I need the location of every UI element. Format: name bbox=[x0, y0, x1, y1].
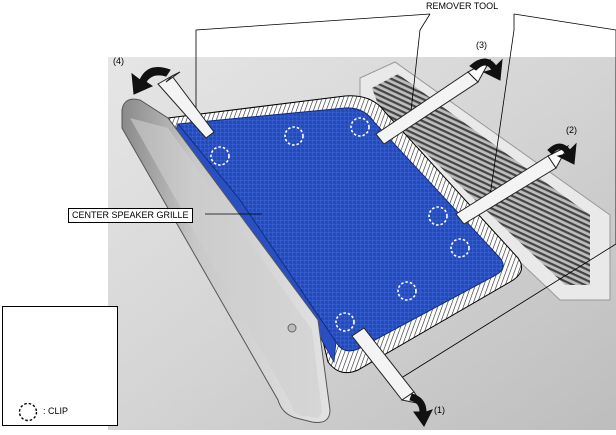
clip-marker bbox=[350, 117, 370, 137]
arrow-1 bbox=[409, 393, 433, 427]
clip-marker bbox=[210, 146, 230, 166]
leader-lines bbox=[195, 13, 616, 381]
clip-marker bbox=[335, 312, 355, 332]
step-3-label: (3) bbox=[476, 40, 487, 50]
step-4-label: (4) bbox=[113, 56, 124, 66]
arrow-3 bbox=[469, 58, 503, 81]
dashed-circle-icon bbox=[18, 402, 38, 422]
center-speaker-grille-label: CENTER SPEAKER GRILLE bbox=[68, 208, 193, 223]
clip-legend-inset: : CLIP bbox=[2, 306, 118, 426]
clip-marker bbox=[428, 206, 448, 226]
vent-slats bbox=[372, 74, 590, 285]
step-1-label: (1) bbox=[434, 405, 445, 415]
clip-markers bbox=[210, 117, 470, 332]
bezel-face bbox=[130, 118, 322, 418]
remover-tool-label: REMOVER TOOL bbox=[426, 1, 499, 11]
clip-legend-label: : CLIP bbox=[43, 406, 69, 416]
clip-marker bbox=[450, 238, 470, 258]
arrow-4 bbox=[131, 67, 171, 95]
remover-tool-4 bbox=[157, 71, 215, 139]
direction-arrows bbox=[131, 58, 577, 427]
arrow-2 bbox=[547, 142, 577, 165]
remover-tool-2 bbox=[455, 144, 570, 225]
clip-marker bbox=[397, 281, 417, 301]
clip-marker bbox=[284, 126, 304, 146]
step-2-label: (2) bbox=[566, 125, 577, 135]
bezel-screw-hole bbox=[287, 323, 297, 333]
speaker-grille bbox=[177, 107, 504, 352]
